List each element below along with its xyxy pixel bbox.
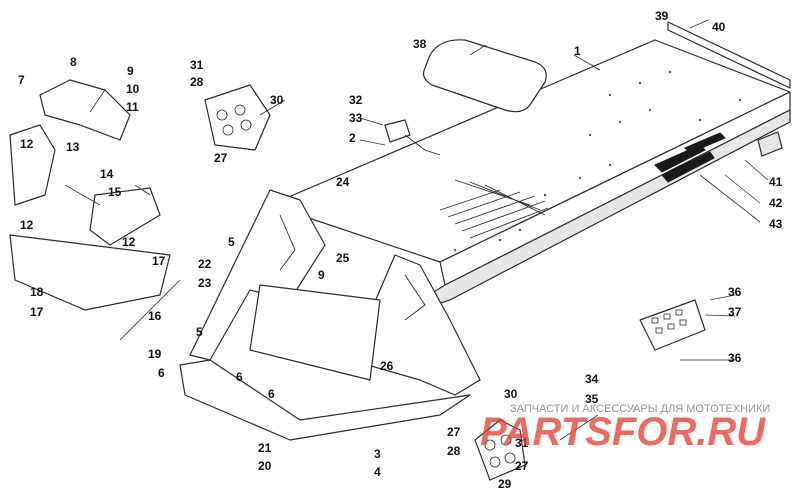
callout-8: 8 [70,55,77,69]
callout-5: 5 [228,235,235,249]
callout-12: 12 [20,218,34,232]
callout-4: 4 [374,465,381,479]
callout-9: 9 [318,268,325,282]
callout-27: 27 [515,459,529,473]
callout-28: 28 [447,444,461,458]
callout-34: 34 [585,372,599,386]
callout-17: 17 [152,254,166,268]
callout-20: 20 [258,459,272,473]
callout-12: 12 [122,235,136,249]
callout-36: 36 [728,285,742,299]
callout-6: 6 [158,366,165,380]
connector-part [384,119,411,143]
leader-lines [64,19,769,441]
callout-32: 32 [349,93,363,107]
callout-24: 24 [336,175,350,189]
callout-38: 38 [413,37,427,51]
callout-22: 22 [198,257,212,271]
callout-11: 11 [126,100,139,114]
callout-42: 42 [769,196,783,210]
callout-41: 41 [769,175,783,189]
callout-30: 30 [270,93,284,107]
bracket-upper [204,84,271,151]
callout-16: 16 [148,309,162,323]
callout-3: 3 [374,447,381,461]
rail-part [667,21,791,89]
callout-14: 14 [100,167,114,181]
callout-27: 27 [214,151,228,165]
callout-31: 31 [190,58,204,72]
callout-1: 1 [574,44,581,58]
footrest-plate [639,299,706,351]
callout-36: 36 [728,351,742,365]
callout-5: 5 [196,325,203,339]
callout-40: 40 [712,20,726,34]
callout-10: 10 [126,82,140,96]
callout-12: 12 [20,137,34,151]
callout-9: 9 [127,64,134,78]
callout-23: 23 [198,276,212,290]
callout-18: 18 [30,285,44,299]
callout-13: 13 [66,140,80,154]
cover-part [39,79,131,141]
callout-7: 7 [18,73,25,87]
watermark-tagline: ЗАПЧАСТИ И АКСЕССУАРЫ ДЛЯ МОТОТЕХНИКИ [510,403,770,415]
callout-30: 30 [504,387,518,401]
tunnel-part [269,39,791,323]
callout-6: 6 [268,387,275,401]
callout-6: 6 [236,370,243,384]
callout-27: 27 [447,425,461,439]
callout-37: 37 [728,305,742,319]
callout-31: 31 [515,436,529,450]
callout-33: 33 [349,111,363,125]
callout-39: 39 [655,9,669,23]
reflector-part [757,131,783,157]
callout-15: 15 [108,185,122,199]
callout-43: 43 [769,217,783,231]
callout-19: 19 [148,347,162,361]
decal-part [422,39,547,113]
callout-35: 35 [585,392,599,406]
skid-plate-part [9,234,171,311]
callout-26: 26 [380,359,394,373]
front-frame [179,189,481,441]
side-plate-part [9,124,56,206]
callout-25: 25 [336,251,350,265]
watermark-logo: PARTSFOR.RU [480,410,766,454]
callout-29: 29 [498,477,512,491]
callout-28: 28 [190,75,204,89]
callout-17: 17 [30,305,44,319]
bracket-lower [474,419,526,481]
callout-2: 2 [349,131,356,145]
callout-21: 21 [258,441,272,455]
